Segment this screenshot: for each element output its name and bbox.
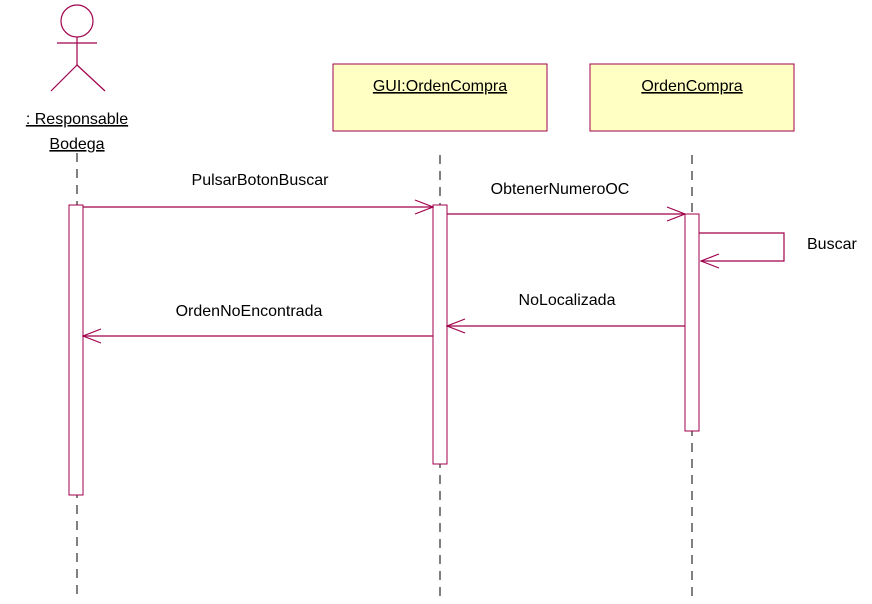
message-label-nolocalizada: NoLocalizada — [519, 292, 616, 309]
object-gui-ordencompra: GUI:OrdenCompra — [332, 63, 548, 132]
activation-responsable — [68, 204, 84, 496]
actor-name-line2: Bodega — [49, 136, 104, 153]
actor-name-line1: : Responsable — [26, 111, 128, 128]
object-ordencompra-label: OrdenCompra — [641, 78, 742, 95]
object-gui-ordencompra-label: GUI:OrdenCompra — [373, 78, 507, 95]
activation-ordencompra — [684, 213, 700, 432]
message-label-ordennoencontrada: OrdenNoEncontrada — [176, 303, 323, 320]
message-label-pulsarbotonbuscar: PulsarBotonBuscar — [192, 172, 330, 189]
message-label-obtenernumerooc: ObtenerNumeroOC — [491, 181, 630, 198]
object-ordencompra: OrdenCompra — [589, 63, 795, 132]
message-arrow-buscar — [699, 232, 785, 261]
activation-gui-ordencompra — [432, 204, 448, 465]
message-label-buscar: Buscar — [807, 236, 857, 253]
actor-icon — [50, 4, 106, 92]
